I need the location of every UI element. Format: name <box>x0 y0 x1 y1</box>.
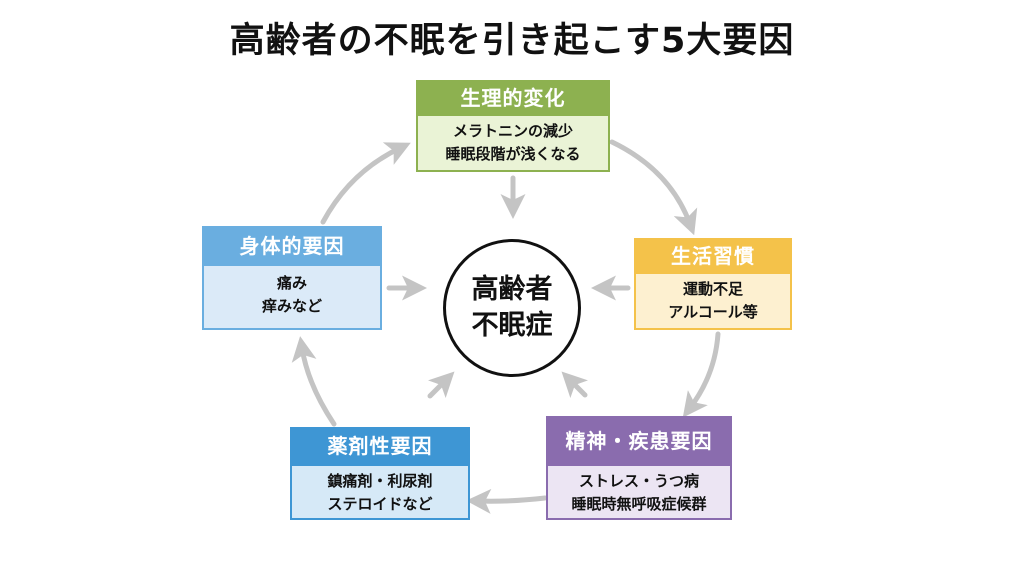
factor-detail: 睡眠時無呼吸症候群 <box>571 495 707 513</box>
cycle-arrow-mental-to-drug <box>466 488 548 514</box>
factor-header: 薬剤性要因 <box>292 429 468 464</box>
factor-detail: アルコール等 <box>668 303 758 321</box>
factor-detail: 痛み <box>276 274 307 292</box>
factor-detail: ストレス・うつ病 <box>578 472 699 490</box>
factor-header: 精神・疾患要因 <box>548 418 730 464</box>
factor-body: 鎮痛剤・利尿剤 ステロイドなど <box>292 464 468 518</box>
factor-detail: 睡眠段階が浅くなる <box>445 145 581 163</box>
factor-box-lifestyle: 生活習慣 運動不足 アルコール等 <box>634 238 792 330</box>
center-line-2: 不眠症 <box>471 310 553 341</box>
diagram-title: 高齢者の不眠を引き起こす5大要因 <box>229 21 795 61</box>
inward-arrow-drug <box>427 371 455 399</box>
inward-arrow-mental <box>561 371 589 399</box>
factor-detail: 痒みなど <box>261 297 322 315</box>
factor-detail: 運動不足 <box>682 280 743 298</box>
factor-header: 身体的要因 <box>204 228 380 264</box>
factor-detail: 鎮痛剤・利尿剤 <box>327 472 433 490</box>
cycle-arrow-lifestyle-to-mental <box>682 331 721 418</box>
cycle-arrow-physio-to-lifestyle <box>609 139 698 236</box>
factor-box-bodily: 身体的要因 痛み 痒みなど <box>202 226 382 330</box>
factor-detail: ステロイドなど <box>327 495 433 513</box>
factor-box-drug: 薬剤性要因 鎮痛剤・利尿剤 ステロイドなど <box>290 427 470 520</box>
cycle-arrow-drug-to-bodily <box>291 336 337 427</box>
center-line-1: 高齢者 <box>471 274 553 305</box>
factor-box-mental-disease: 精神・疾患要因 ストレス・うつ病 睡眠時無呼吸症候群 <box>546 416 732 520</box>
factor-body: 運動不足 アルコール等 <box>636 272 790 328</box>
center-node-elderly-insomnia: 高齢者 不眠症 <box>443 239 581 377</box>
factor-body: ストレス・うつ病 睡眠時無呼吸症候群 <box>548 464 730 518</box>
factor-body: 痛み 痒みなど <box>204 264 380 328</box>
factor-body: メラトニンの減少 睡眠段階が浅くなる <box>418 114 608 170</box>
factor-header: 生活習慣 <box>636 240 790 272</box>
factor-detail: メラトニンの減少 <box>452 122 573 140</box>
factor-header: 生理的変化 <box>418 82 608 114</box>
cycle-arrow-bodily-to-physio <box>320 142 411 225</box>
factor-box-physiological: 生理的変化 メラトニンの減少 睡眠段階が浅くなる <box>416 80 610 172</box>
